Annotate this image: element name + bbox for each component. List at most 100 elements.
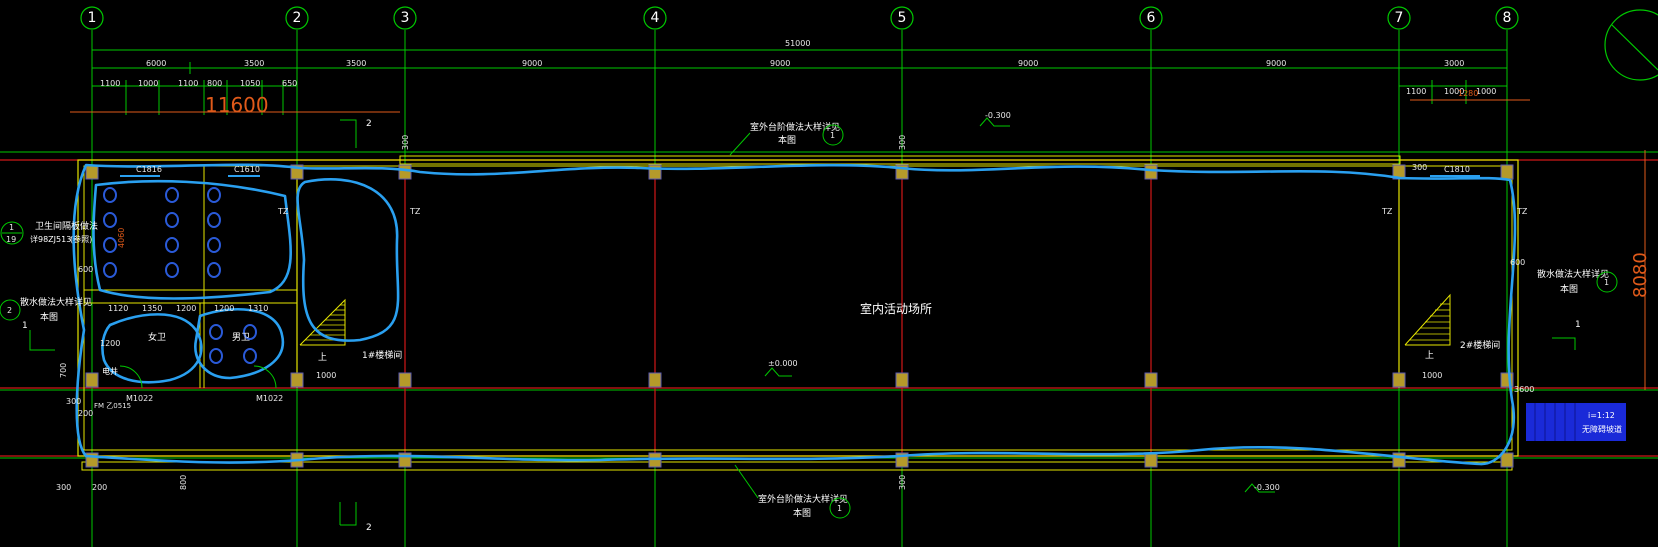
building-outline — [77, 155, 1519, 471]
dim-800: 800 — [179, 475, 188, 490]
dim-span-6: 9000 — [1018, 59, 1038, 68]
dim-sub-1: 1100 — [100, 79, 120, 88]
toilet-fixture-icon — [243, 324, 257, 340]
dim-300-b: 300 — [898, 475, 907, 490]
dim-span-5: 9000 — [770, 59, 790, 68]
dim-right-sub-2: 1000 — [1444, 87, 1464, 96]
window-c1816: C1816 — [136, 165, 162, 174]
room-mens-toilet: 男卫 — [232, 332, 250, 343]
column-8-3 — [1500, 452, 1514, 468]
toilet-fixture-icon — [103, 237, 117, 253]
door-fm-0515: FM 乙0515 — [94, 402, 131, 410]
room-main-hall: 室内活动场所 — [860, 301, 932, 316]
dim-300-c: 300 — [401, 135, 410, 150]
dim-1350: 1350 — [142, 304, 162, 313]
column-7-2 — [1392, 372, 1406, 388]
dim-1200-b: 1200 — [214, 304, 234, 313]
dim-sub-5: 1050 — [240, 79, 260, 88]
toilet-fixture-icon — [207, 237, 221, 253]
toilet-fixture-icon — [165, 262, 179, 278]
dim-1120: 1120 — [108, 304, 128, 313]
axis-bubble-1: 1 — [80, 6, 104, 30]
ramp-slope: i=1:12 — [1588, 411, 1615, 420]
dim-right-orange: 1280 — [1458, 89, 1478, 98]
note-toilet: 卫生间隔板做法 — [35, 220, 98, 232]
columns — [85, 164, 1514, 468]
stair-2-up: 上 — [1425, 350, 1434, 361]
toilet-fixture-icon — [165, 187, 179, 203]
note-toilet-note: (参照) — [70, 234, 92, 244]
dim-600: 600 — [78, 265, 93, 274]
note-outdoor-step-bottom: 室外台阶做法大样详见 — [758, 493, 848, 505]
misc-dimensions: 4060 300 200 3600 1000 1000 1120 1350 12… — [56, 135, 1534, 492]
dim-span-2: 3500 — [244, 59, 264, 68]
axis-label-7: 7 — [1395, 10, 1404, 26]
section-mark-right: 1 — [1575, 320, 1581, 330]
dim-right-sub-3: 1000 — [1476, 87, 1496, 96]
section-mark-bottom: 2 — [366, 523, 372, 533]
dim-room-height: 4060 — [117, 228, 126, 248]
note-drain-left: 散水做法大样详见 — [20, 296, 92, 308]
dim-1200-a: 1200 — [176, 304, 196, 313]
dim-left-bottom-1: 300 — [56, 483, 71, 492]
dim-3600: 3600 — [1514, 385, 1534, 394]
toilet-fixture-icon — [103, 187, 117, 203]
ramp-label: 无障碍坡道 — [1582, 424, 1622, 434]
stair-2-icon — [1404, 293, 1451, 346]
column-6-2 — [1144, 372, 1158, 388]
column-8-1 — [1500, 164, 1514, 180]
dim-200: 200 — [78, 409, 93, 418]
toilet-fixture-icon — [165, 212, 179, 228]
toilet-fixtures — [103, 187, 257, 364]
column-6-3 — [1144, 452, 1158, 468]
note-outdoor-step-top: 室外台阶做法大样详见 — [750, 121, 840, 133]
detail-index-5: 1 — [9, 223, 14, 232]
toilet-fixture-icon — [209, 348, 223, 364]
door-m1022-a: M1022 — [126, 394, 153, 403]
axis-label-2: 2 — [293, 10, 302, 26]
note-see-this-4: 本图 — [40, 311, 58, 323]
markup-cloud — [72, 163, 1517, 466]
dim-span-7: 9000 — [1266, 59, 1286, 68]
axis-bubble-5: 5 — [890, 6, 914, 30]
highlight-right-height: 8080 — [1630, 252, 1651, 298]
detail-index-4: 2 — [7, 306, 12, 315]
axis-bubble-6: 6 — [1139, 6, 1163, 30]
column-3-1 — [398, 164, 412, 180]
window-c1810: C1810 — [1444, 165, 1470, 174]
callouts: 室外台阶做法大样详见 本图 1 室外台阶做法大样详见 本图 1 散水做法大样详见… — [0, 119, 1618, 533]
openings: C1816 C1610 C1810 M1022 M1022 FM 乙0515 T… — [94, 165, 1528, 410]
tag-tz-3: TZ — [1381, 207, 1393, 216]
axis-label-8: 8 — [1503, 10, 1512, 26]
axis-bubble-3: 3 — [393, 6, 417, 30]
column-5-2 — [895, 372, 909, 388]
column-2-2 — [290, 372, 304, 388]
column-1-1 — [85, 164, 99, 180]
toilet-fixture-icon — [207, 187, 221, 203]
dim-span-1: 6000 — [146, 59, 166, 68]
dim-span-4: 9000 — [522, 59, 542, 68]
dim-300-d: 300 — [898, 135, 907, 150]
dim-sub-6: 650 — [282, 79, 297, 88]
note-toilet-ref: 详98ZJ513 — [30, 234, 71, 244]
window-c1610: C1610 — [234, 165, 260, 174]
detail-index-2: 1 — [837, 504, 842, 513]
column-1-2 — [85, 372, 99, 388]
toilet-fixture-icon — [243, 348, 257, 364]
highlight-left-width: 11600 — [205, 93, 269, 117]
dim-sub-2: 1000 — [138, 79, 158, 88]
door-m1022-b: M1022 — [256, 394, 283, 403]
axis-label-6: 6 — [1147, 10, 1156, 26]
note-see-this-2: 本图 — [793, 507, 811, 519]
tag-tz-1: TZ — [277, 207, 289, 216]
axis-bubble-7: 7 — [1387, 6, 1411, 30]
dim-1310: 1310 — [248, 304, 268, 313]
column-3-2 — [398, 372, 412, 388]
dim-1000-b: 1000 — [1422, 371, 1442, 380]
axis-label-1: 1 — [88, 10, 97, 26]
dim-span-8: 3000 — [1444, 59, 1464, 68]
axis-label-4: 4 — [651, 10, 660, 26]
detail-index-1: 1 — [830, 131, 835, 140]
